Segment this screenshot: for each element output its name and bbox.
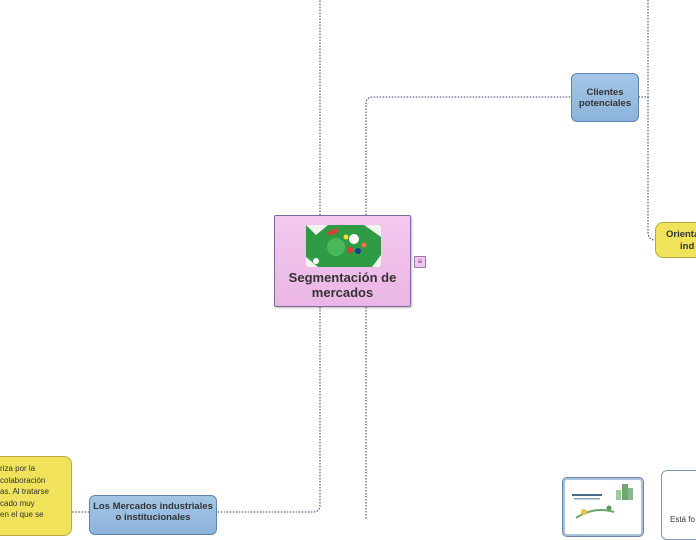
notes-icon[interactable]: ≡ <box>414 256 426 268</box>
central-topic-image <box>306 225 381 267</box>
image-card-picture <box>572 484 633 519</box>
description-line: colaboración <box>0 475 46 485</box>
topic-clientes-potenciales[interactable]: Clientes potenciales <box>571 73 639 122</box>
connector-clientes <box>365 96 571 215</box>
connector-orienta <box>647 97 656 241</box>
description-line: riza por la <box>0 464 36 473</box>
description-note[interactable]: riza por la colaboración as. Al tratarse… <box>0 456 72 536</box>
topic-mercados-industriales[interactable]: Los Mercados industriales o instituciona… <box>89 495 217 535</box>
topic-orienta[interactable]: Orienta ind <box>655 222 696 258</box>
image-card[interactable] <box>562 477 644 537</box>
central-topic-title: Segmentación de mercados <box>288 270 397 300</box>
description-line: as. Al tratarse <box>0 487 49 496</box>
description-line: cado muy <box>0 498 35 508</box>
connector-lines <box>72 0 656 520</box>
description-line: en el que se <box>0 510 44 519</box>
topic-orienta-line-1: Orienta <box>666 229 696 240</box>
connector-mercados <box>217 307 321 513</box>
white-card[interactable]: Está fo <box>661 470 696 540</box>
connector-right-top <box>639 0 649 98</box>
central-topic[interactable]: Segmentación de mercados <box>274 215 411 307</box>
topic-orienta-line-2: ind <box>680 241 695 252</box>
